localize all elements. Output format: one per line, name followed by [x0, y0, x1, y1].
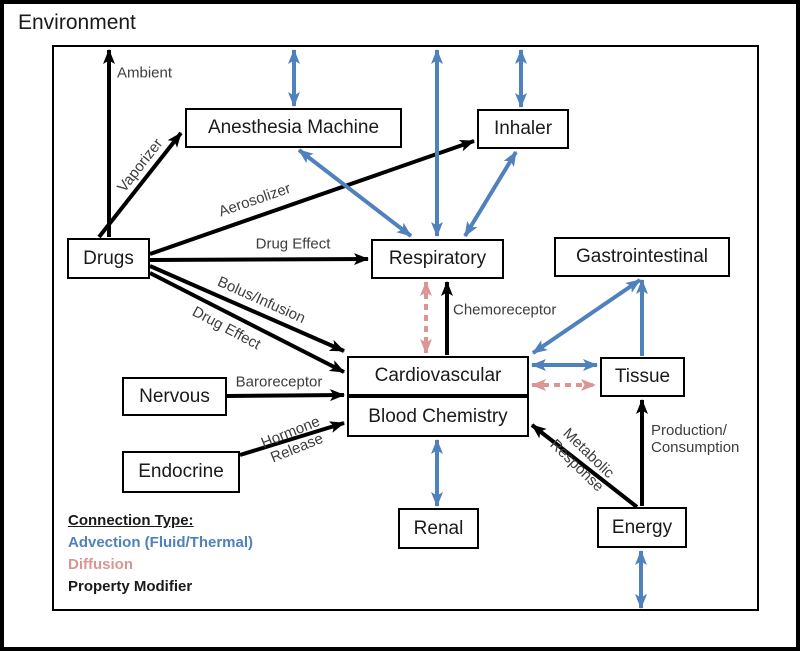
node-blood-chemistry: Blood Chemistry: [347, 396, 529, 437]
environment-title: Environment: [18, 11, 136, 34]
edge-vaporizer: [97, 131, 183, 239]
drug-effect-label: Drug Effect: [255, 235, 331, 253]
node-nervous: Nervous: [122, 377, 227, 416]
legend-item-diffusion: Diffusion: [68, 556, 133, 573]
edge-bolus-infusion: [149, 264, 345, 353]
production-consumption-label: Production/Consumption: [651, 422, 740, 457]
node-cardiovascular: Cardiovascular: [347, 356, 529, 396]
legend-item-advection: Advection (Fluid/Thermal): [68, 534, 254, 551]
edge-inhaler-to-respiratory: [463, 150, 518, 238]
production-consumption-label-line-1: Consumption: [651, 439, 740, 456]
environment-boundary: [52, 45, 759, 611]
ambient-label: Ambient: [117, 64, 173, 82]
connection-type-legend: Connection Type: Advection (Fluid/Therma…: [68, 510, 253, 598]
node-energy: Energy: [597, 507, 687, 548]
production-consumption-label-line-0: Production/: [651, 422, 727, 440]
edge-layer: [97, 49, 648, 609]
edge-anesthesia-machine-to-respiratory: [297, 148, 413, 238]
legend-title: Connection Type:: [68, 512, 194, 529]
edge-drug-effect-respiratory: [149, 253, 369, 266]
edge-metabolic-response: [530, 423, 639, 509]
legend-item-property: Property Modifier: [68, 578, 193, 595]
baroreceptor-label: Baroreceptor: [235, 373, 323, 391]
node-anesthesia-machine: Anesthesia Machine: [185, 108, 402, 148]
node-renal: Renal: [398, 508, 479, 549]
node-endocrine: Endocrine: [122, 451, 240, 493]
node-inhaler: Inhaler: [477, 109, 569, 149]
node-respiratory: Respiratory: [371, 239, 504, 279]
chemoreceptor-label: Chemoreceptor: [453, 301, 557, 319]
node-gastrointestinal: Gastrointestinal: [554, 237, 730, 277]
edge-cardiovascular-to-gastrointestinal: [531, 278, 642, 355]
edge-drug-effect-cardiovascular: [149, 271, 345, 374]
node-drugs: Drugs: [67, 238, 150, 279]
edge-baroreceptor: [226, 389, 345, 402]
node-tissue: Tissue: [600, 357, 685, 397]
edge-hormone-release: [239, 421, 345, 457]
